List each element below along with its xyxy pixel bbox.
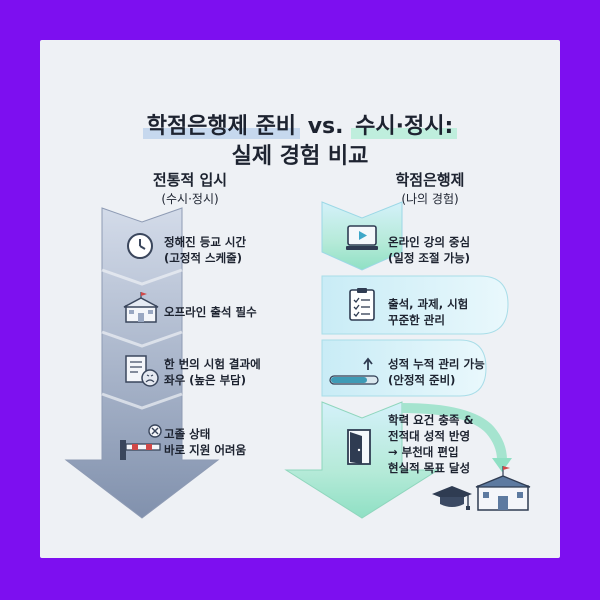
- title-part-credit-bank: 학점은행제 준비: [142, 114, 301, 139]
- right-item-4-line1: 학력 요건 충족 &: [388, 413, 474, 427]
- barrier-gate-icon: [120, 424, 162, 460]
- comparison-diagram: [64, 201, 531, 519]
- progress-bar-icon: [329, 357, 379, 385]
- right-item-4-line2: 전적대 성적 반영: [388, 429, 471, 443]
- left-item-4-line2: 바로 지원 어려움: [164, 443, 247, 457]
- right-column-heading: 학점은행제 (나의 경험): [350, 170, 510, 208]
- right-item-4-line3: → 부천대 편입: [388, 445, 459, 459]
- title-part-admissions: 수시·정시:: [351, 114, 458, 139]
- right-heading-text: 학점은행제: [395, 171, 465, 189]
- laptop-video-icon: [346, 225, 378, 250]
- right-item-1-label: 온라인 강의 중심 (일정 조절 가능): [388, 234, 470, 266]
- title-vs: vs.: [300, 114, 352, 139]
- left-item-1-label: 정해진 등교 시간 (고정적 스케줄): [164, 234, 246, 266]
- left-item-3-line2: 좌우 (높은 부담): [164, 373, 246, 387]
- right-item-3-line2: (안정적 준비): [388, 373, 456, 387]
- left-item-4-label: 고졸 상태 바로 지원 어려움: [164, 426, 246, 458]
- left-column-heading: 전통적 입시 (수시·정시): [110, 170, 270, 208]
- infographic-card: 학점은행제 준비 vs. 수시·정시: 실제 경험 비교 전통적 입시 (수시·…: [40, 40, 560, 558]
- university-building-icon: [475, 466, 531, 511]
- right-item-3-line1: 성적 누적 관리 가능: [388, 357, 485, 371]
- school-building-icon: [123, 292, 159, 323]
- left-item-2-line1: 오프라인 출석 필수: [164, 305, 257, 319]
- left-item-3-label: 한 번의 시험 결과에 좌우 (높은 부담): [164, 356, 261, 388]
- right-item-2-line1: 출석, 과제, 시험: [388, 297, 469, 311]
- left-item-2-label: 오프라인 출석 필수: [164, 304, 257, 320]
- open-door-icon: [347, 429, 371, 465]
- right-subheading-text: (나의 경험): [401, 192, 459, 206]
- title-line2: 실제 경험 비교: [231, 144, 369, 169]
- left-item-1-line1: 정해진 등교 시간: [164, 235, 247, 249]
- left-heading-text: 전통적 입시: [152, 171, 228, 189]
- left-item-3-line1: 한 번의 시험 결과에: [164, 357, 261, 371]
- clock-icon: [127, 233, 153, 259]
- right-item-4-label: 학력 요건 충족 & 전적대 성적 반영 → 부천대 편입 현실적 목표 달성: [388, 412, 474, 476]
- left-item-4-line1: 고졸 상태: [164, 427, 211, 441]
- left-subheading-text: (수시·정시): [161, 192, 219, 206]
- right-item-2-line2: 꾸준한 관리: [388, 313, 445, 327]
- right-item-2-label: 출석, 과제, 시험 꾸준한 관리: [388, 296, 468, 328]
- right-item-1-line1: 온라인 강의 중심: [388, 235, 471, 249]
- right-item-1-line2: (일정 조절 가능): [388, 251, 470, 265]
- page-title: 학점은행제 준비 vs. 수시·정시: 실제 경험 비교: [40, 112, 560, 172]
- left-item-1-line2: (고정적 스케줄): [164, 251, 242, 265]
- graduation-cap-icon: [432, 486, 472, 510]
- clipboard-checklist-icon: [349, 288, 375, 321]
- right-item-4-line4: 현실적 목표 달성: [388, 461, 471, 475]
- exam-paper-icon: [125, 355, 159, 387]
- right-item-3-label: 성적 누적 관리 가능 (안정적 준비): [388, 356, 485, 388]
